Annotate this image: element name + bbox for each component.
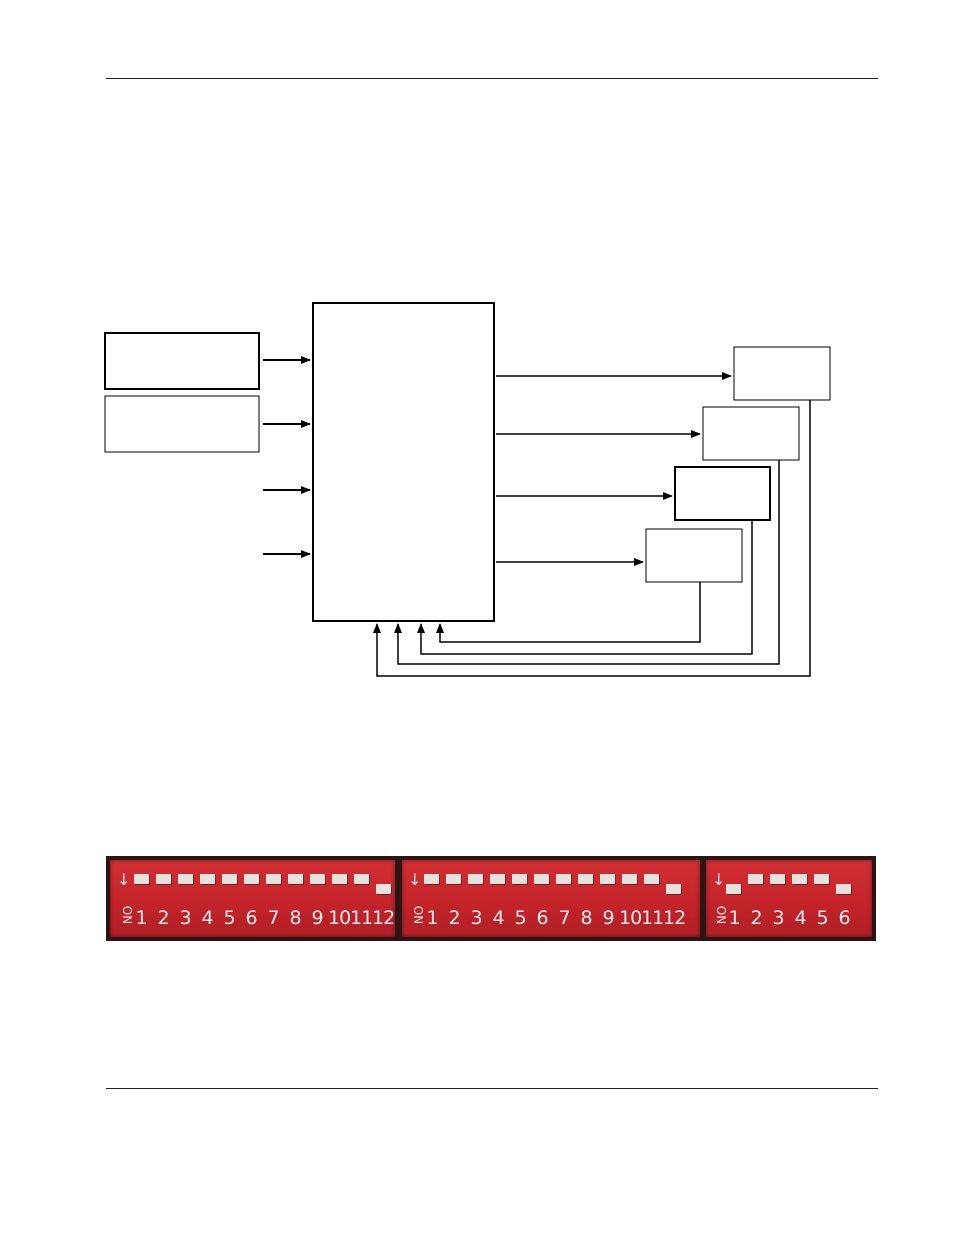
down-arrow-icon: ↓ [408, 870, 422, 889]
dip-number: 7 [267, 907, 279, 929]
dip-number: 1 [426, 907, 438, 929]
dip-switch[interactable] [534, 874, 549, 896]
dip-switch[interactable] [468, 874, 483, 896]
dip-bank-2: ↓ ON 1 2 3 4 5 6 [402, 860, 700, 937]
dip-number: 4 [794, 907, 806, 929]
dip-switch[interactable] [644, 874, 659, 896]
dip-switch[interactable] [156, 874, 171, 896]
dip-switch[interactable] [424, 874, 439, 896]
dip-number: 5 [514, 907, 526, 929]
dip-switch[interactable] [244, 874, 259, 896]
dip-number: 2 [750, 907, 762, 929]
dip-number: 12 [372, 907, 395, 929]
down-arrow-icon: ↓ [712, 870, 726, 889]
dip-number: 6 [536, 907, 548, 929]
dip-bank-3: ↓ ON 1 2 3 4 5 6 [706, 860, 872, 937]
dip-switch[interactable] [200, 874, 215, 896]
dip-switch[interactable] [792, 874, 807, 896]
dip-bank-1: ↓ ON 1 2 3 4 5 6 [110, 860, 395, 937]
dip-switch-row [134, 874, 391, 896]
dip-switch[interactable] [178, 874, 193, 896]
central-block [312, 302, 495, 622]
dip-switch-row [424, 874, 681, 896]
dip-number: 5 [816, 907, 828, 929]
dip-number: 12 [663, 907, 686, 929]
input-block-2 [104, 395, 260, 453]
dip-number: 8 [580, 907, 592, 929]
dip-number-row: 1 2 3 4 5 6 [723, 907, 855, 929]
dip-number: 4 [201, 907, 213, 929]
dip-number: 8 [289, 907, 301, 929]
dip-switch[interactable] [814, 874, 829, 896]
dip-switch[interactable] [726, 874, 741, 896]
dip-number: 11 [350, 907, 373, 929]
output-block-1 [733, 346, 831, 401]
dip-switch[interactable] [376, 874, 391, 896]
dip-number: 5 [223, 907, 235, 929]
output-block-2 [702, 406, 800, 461]
footer-rule [106, 1088, 878, 1089]
dip-switch[interactable] [288, 874, 303, 896]
dip-number: 1 [135, 907, 147, 929]
dip-switch[interactable] [354, 874, 369, 896]
dip-switch[interactable] [512, 874, 527, 896]
dip-number: 9 [311, 907, 323, 929]
dip-number: 1 [728, 907, 740, 929]
dip-switch[interactable] [600, 874, 615, 896]
dip-switch[interactable] [748, 874, 763, 896]
dip-switch[interactable] [556, 874, 571, 896]
dip-number: 2 [157, 907, 169, 929]
dip-switch[interactable] [446, 874, 461, 896]
dip-number: 3 [772, 907, 784, 929]
dip-number: 7 [558, 907, 570, 929]
dip-number: 3 [179, 907, 191, 929]
feedback-line-2 [394, 460, 780, 665]
dip-switch[interactable] [134, 874, 149, 896]
dip-number: 3 [470, 907, 482, 929]
dip-number-row: 1 2 3 4 5 6 7 8 9 10 11 12 [421, 907, 686, 929]
dip-number: 11 [641, 907, 664, 929]
dip-number: 6 [838, 907, 850, 929]
dip-number: 2 [448, 907, 460, 929]
dip-number-row: 1 2 3 4 5 6 7 8 9 10 11 12 [130, 907, 395, 929]
dip-switch[interactable] [310, 874, 325, 896]
dip-number: 6 [245, 907, 257, 929]
dip-switch-row [726, 874, 851, 896]
down-arrow-icon: ↓ [117, 870, 131, 889]
dip-number: 4 [492, 907, 504, 929]
header-rule [106, 78, 878, 79]
dip-switch[interactable] [622, 874, 637, 896]
feedback-line-4 [436, 582, 701, 643]
output-block-3 [674, 466, 771, 521]
dip-switch[interactable] [578, 874, 593, 896]
dip-number: 10 [328, 907, 351, 929]
dip-switch[interactable] [266, 874, 281, 896]
dip-switch[interactable] [770, 874, 785, 896]
dip-switch[interactable] [666, 874, 681, 896]
feedback-line-3 [417, 520, 753, 655]
output-block-4 [645, 528, 743, 583]
dip-switch-photo: ↓ ON 1 2 3 4 5 6 [106, 856, 876, 941]
dip-switch[interactable] [490, 874, 505, 896]
input-block-1 [104, 332, 260, 390]
dip-number: 9 [602, 907, 614, 929]
dip-switch[interactable] [332, 874, 347, 896]
block-diagram [104, 302, 831, 677]
feedback-line-1 [373, 400, 811, 677]
dip-number: 10 [619, 907, 642, 929]
dip-switch[interactable] [222, 874, 237, 896]
dip-switch[interactable] [836, 874, 851, 896]
